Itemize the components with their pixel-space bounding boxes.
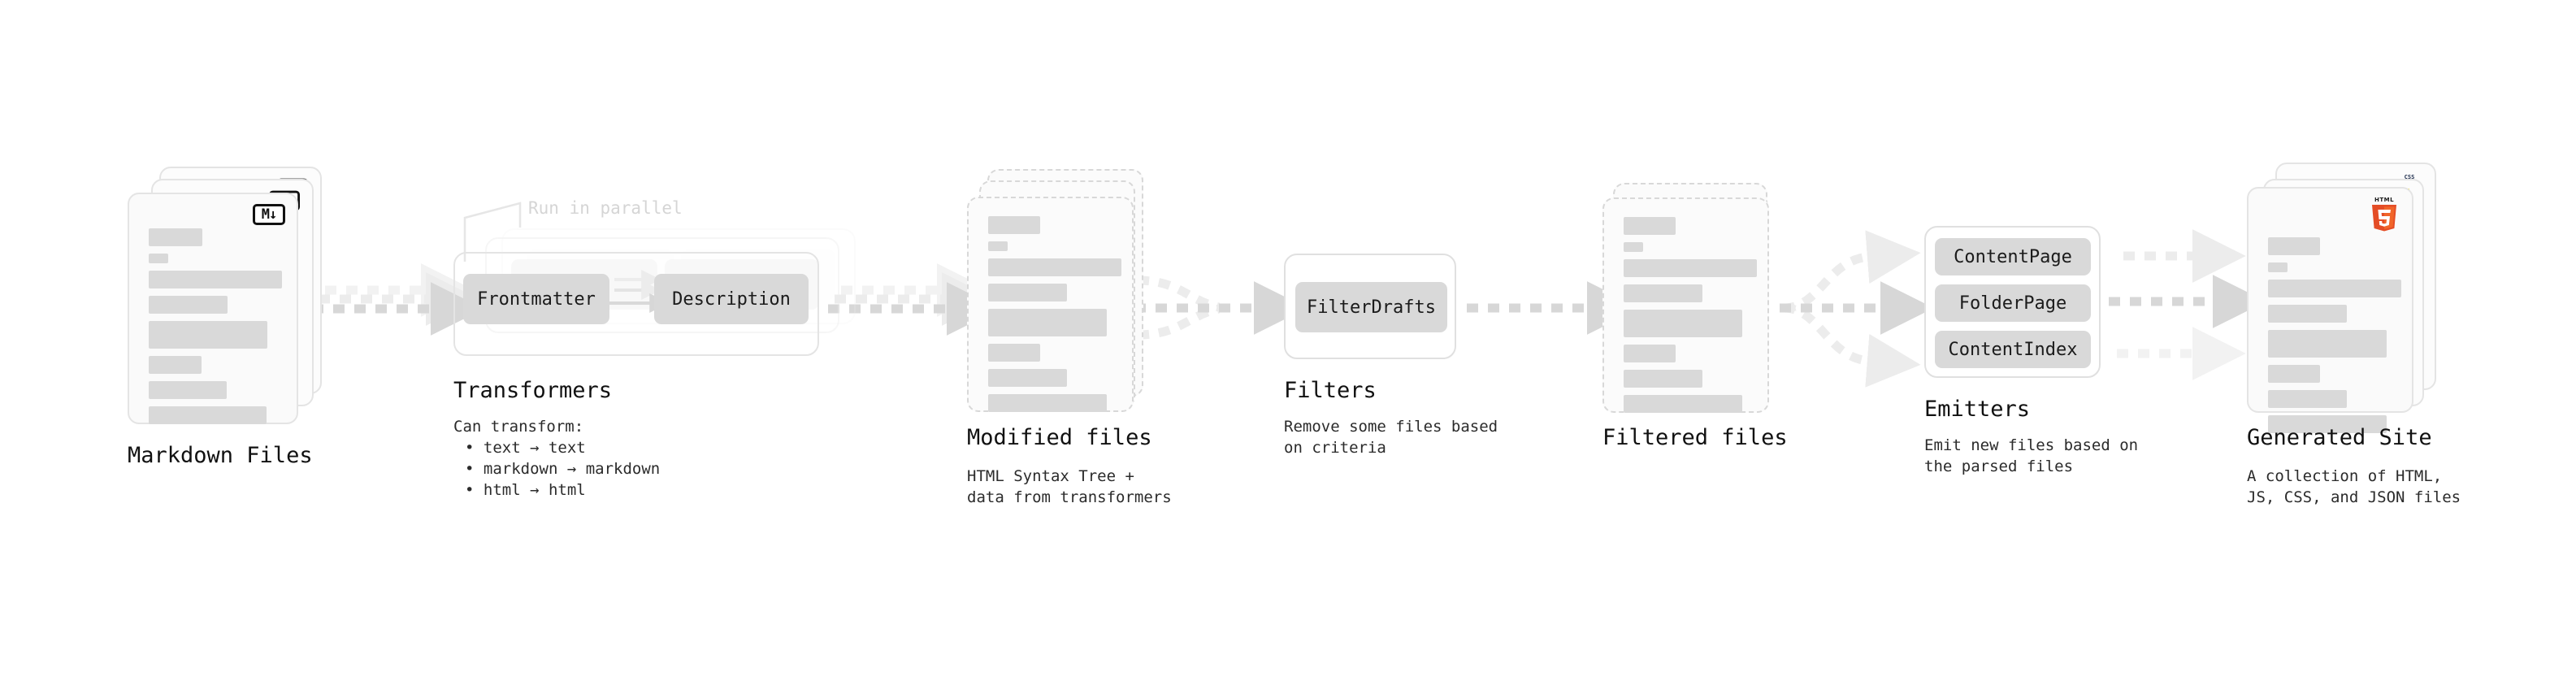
site-doc-content [2268, 237, 2401, 440]
generated-site-subtitle: A collection of HTML, JS, CSS, and JSON … [2247, 467, 2461, 506]
modified-doc-front [967, 197, 1134, 412]
transformers-bullet-0: • text → text [465, 439, 586, 457]
markdown-files-title: Markdown Files [128, 443, 313, 468]
filters-title: Filters [1284, 378, 1377, 403]
html5-icon-glyph: HTML [2372, 197, 2396, 232]
markdown-doc-content [149, 228, 282, 432]
filters-chip-filterdrafts[interactable]: FilterDrafts [1295, 282, 1447, 332]
generated-site-title: Generated Site [2247, 425, 2432, 450]
conn-emitters-to-site [2109, 229, 2266, 380]
filters-box: FilterDrafts [1284, 254, 1456, 359]
emitters-box: ContentPage FolderPage ContentIndex [1924, 226, 2101, 378]
emitters-title: Emitters [1924, 397, 2031, 422]
modified-files-title: Modified files [967, 425, 1152, 450]
emitters-chip-contentindex[interactable]: ContentIndex [1935, 331, 2091, 368]
transformers-title: Transformers [453, 378, 613, 403]
markdown-doc-front: M↓ [128, 193, 298, 424]
transformers-bullet-1: • markdown → markdown [465, 460, 661, 478]
filtered-doc-content [1624, 217, 1757, 420]
conn-filtered-to-emitters [1780, 230, 1934, 388]
modified-files-subtitle: HTML Syntax Tree + data from transformer… [967, 467, 1172, 506]
emitters-subtitle: Emit new files based on the parsed files [1924, 436, 2139, 475]
site-doc-front: HTML [2247, 187, 2413, 433]
transformers-chip-frontmatter[interactable]: Frontmatter [463, 274, 609, 324]
conn-modified-to-filters [1134, 275, 1308, 340]
transformers-box: Frontmatter Description [453, 252, 819, 356]
svg-text:HTML: HTML [2374, 197, 2394, 203]
emitters-chip-folderpage[interactable]: FolderPage [1935, 284, 2091, 322]
run-in-parallel-label: Run in parallel [528, 198, 683, 218]
html5-icon: HTML [2368, 195, 2400, 236]
emitters-chip-contentpage[interactable]: ContentPage [1935, 238, 2091, 275]
transformers-subtitle: Can transform: [453, 418, 584, 436]
transformers-chip-description[interactable]: Description [654, 274, 809, 324]
filtered-doc-front [1602, 197, 1769, 413]
markdown-icon: M↓ [253, 204, 285, 225]
conn-md-to-transformers [312, 263, 484, 336]
transformers-bullet-2: • html → html [465, 481, 586, 499]
modified-doc-content [988, 216, 1121, 419]
filtered-files-title: Filtered files [1602, 425, 1788, 450]
svg-text:CSS: CSS [2405, 174, 2415, 180]
filters-subtitle: Remove some files based on criteria [1284, 418, 1498, 457]
